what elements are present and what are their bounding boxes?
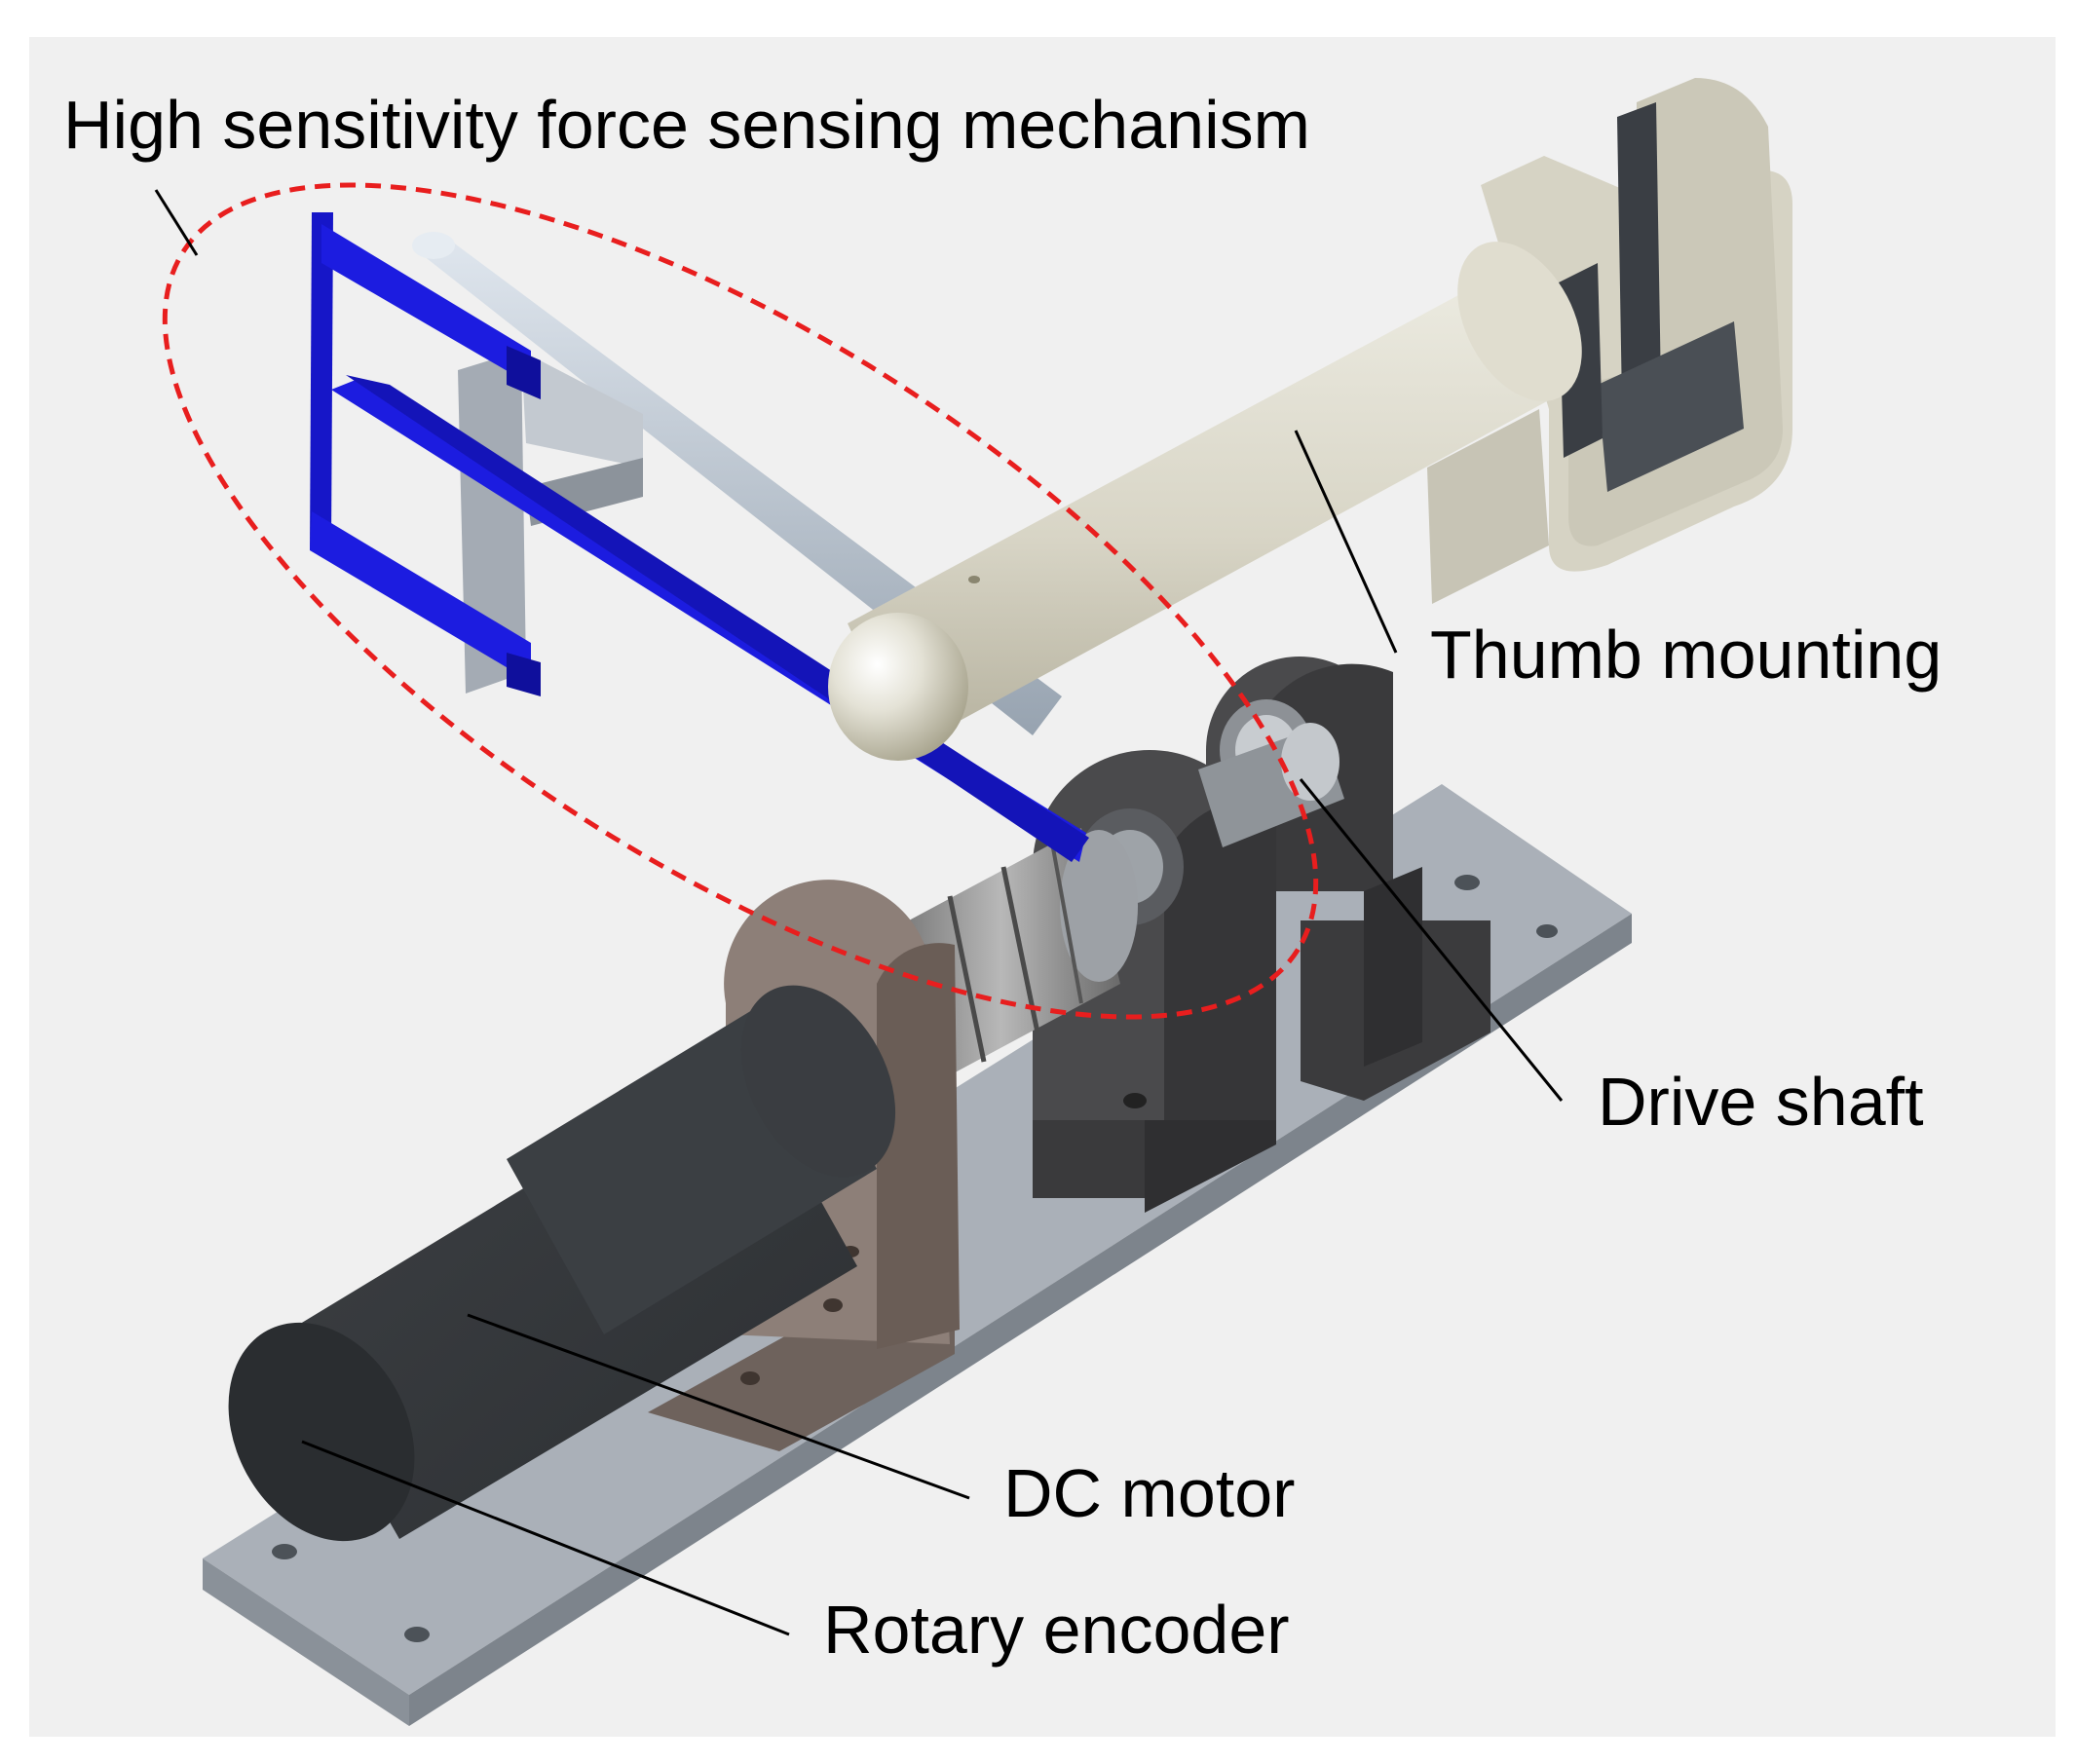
- label-thumb-mounting: Thumb mounting: [1430, 617, 1942, 693]
- label-drive-shaft: Drive shaft: [1598, 1064, 1924, 1140]
- drive-shaft: [1198, 723, 1344, 847]
- label-rotary-encoder: Rotary encoder: [823, 1592, 1290, 1668]
- leader-drive-shaft: [1299, 778, 1564, 1102]
- label-dc-motor: DC motor: [1003, 1455, 1295, 1531]
- leader-force-sensing: [154, 189, 199, 256]
- leader-thumb-mounting: [1294, 430, 1398, 654]
- label-force-sensing: High sensitivity force sensing mechanism: [63, 87, 1310, 163]
- leader-rotary-encoder: [301, 1440, 790, 1636]
- leader-lines: [154, 189, 1564, 1636]
- mounting-hole: [272, 875, 1558, 1642]
- force-sensing-highlight-ellipse: [162, 182, 1319, 1020]
- thumb-mount: [828, 78, 1792, 761]
- leader-dc-motor: [467, 1313, 970, 1500]
- dc-motor: [228, 985, 896, 1542]
